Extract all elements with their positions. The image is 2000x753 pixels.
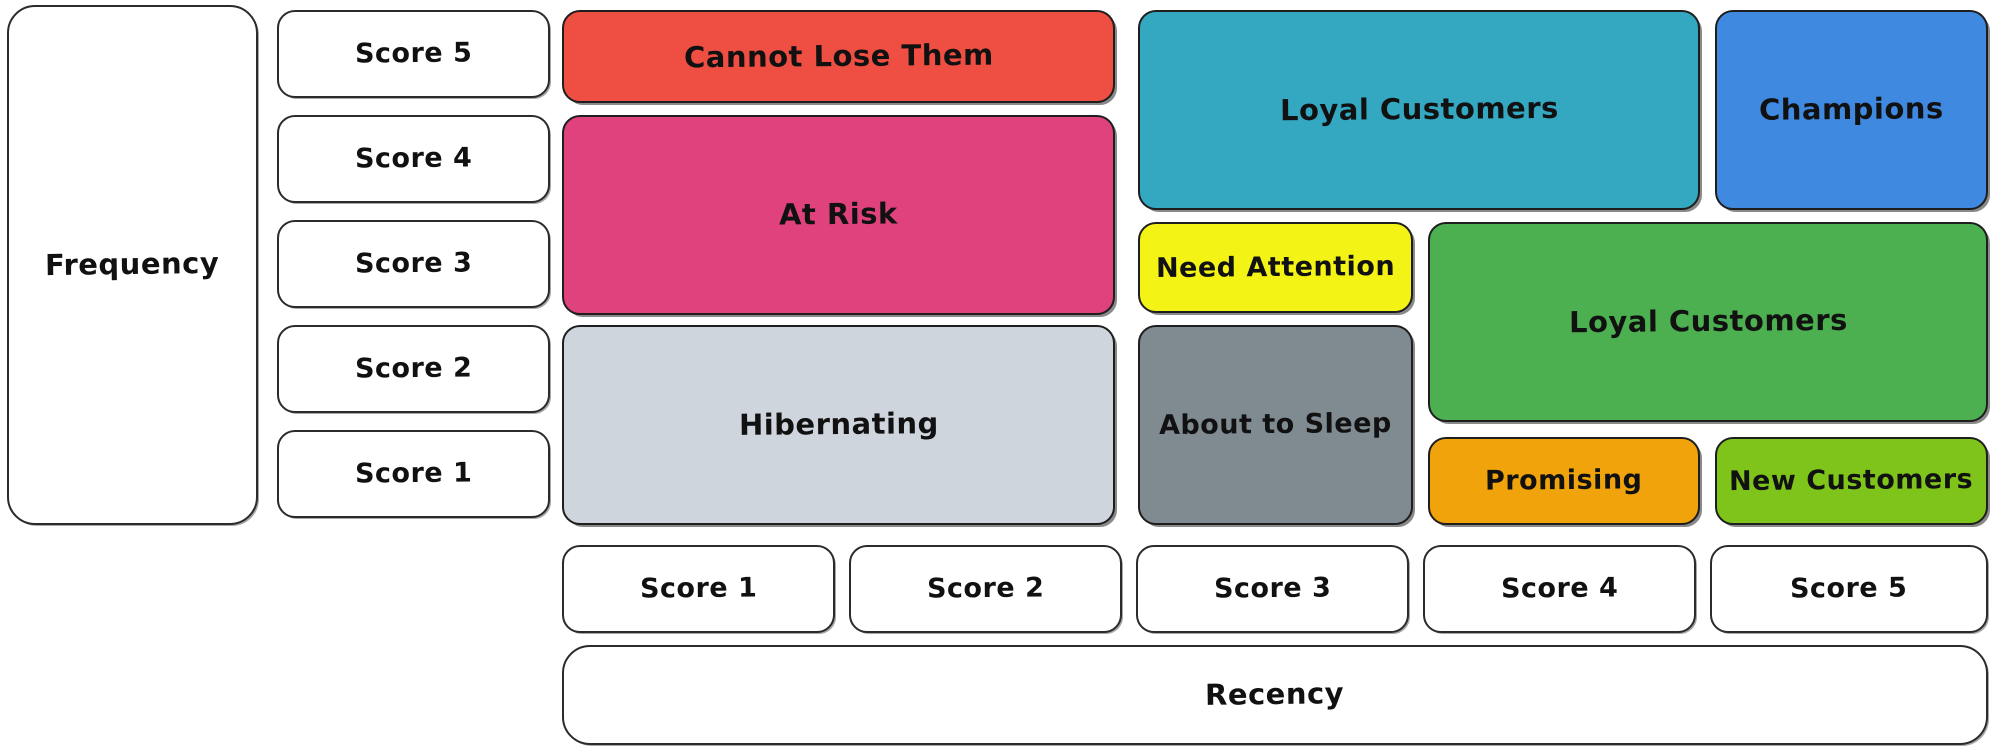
segment-new-customers[interactable]: New Customers bbox=[1715, 437, 1988, 525]
frequency-score-2[interactable]: Score 2 bbox=[277, 325, 550, 413]
segment-cannot-lose-them[interactable]: Cannot Lose Them bbox=[562, 10, 1115, 103]
segment-label: Loyal Customers bbox=[1279, 91, 1559, 128]
segment-label: About to Sleep bbox=[1158, 408, 1393, 442]
segment-label: Champions bbox=[1758, 91, 1945, 128]
segment-at-risk[interactable]: At Risk bbox=[562, 115, 1115, 315]
segment-label: Loyal Customers bbox=[1568, 303, 1848, 340]
segment-label: At Risk bbox=[778, 196, 898, 232]
segment-hibernating[interactable]: Hibernating bbox=[562, 325, 1115, 525]
segment-need-attention[interactable]: Need Attention bbox=[1138, 222, 1413, 313]
frequency-score-5[interactable]: Score 5 bbox=[277, 10, 550, 98]
segment-loyal-customers-green[interactable]: Loyal Customers bbox=[1428, 222, 1988, 422]
frequency-score-4[interactable]: Score 4 bbox=[277, 115, 550, 203]
recency-score-4[interactable]: Score 4 bbox=[1423, 545, 1696, 633]
frequency-axis-label: Frequency bbox=[7, 5, 258, 525]
segment-label: New Customers bbox=[1729, 464, 1974, 498]
segment-label: Hibernating bbox=[738, 406, 939, 443]
segment-loyal-customers-teal[interactable]: Loyal Customers bbox=[1138, 10, 1700, 210]
segment-promising[interactable]: Promising bbox=[1428, 437, 1700, 525]
recency-score-3[interactable]: Score 3 bbox=[1136, 545, 1409, 633]
recency-score-5[interactable]: Score 5 bbox=[1710, 545, 1988, 633]
recency-score-1[interactable]: Score 1 bbox=[562, 545, 835, 633]
recency-axis-label-text: Recency bbox=[1205, 676, 1345, 713]
segment-label: Cannot Lose Them bbox=[683, 37, 994, 75]
segment-champions[interactable]: Champions bbox=[1715, 10, 1988, 210]
frequency-axis-label-text: Frequency bbox=[45, 246, 220, 283]
frequency-score-3[interactable]: Score 3 bbox=[277, 220, 550, 308]
recency-score-2[interactable]: Score 2 bbox=[849, 545, 1122, 633]
segment-label: Promising bbox=[1485, 464, 1643, 498]
segment-label: Need Attention bbox=[1155, 250, 1396, 285]
recency-axis-label: Recency bbox=[562, 645, 1988, 745]
frequency-score-1[interactable]: Score 1 bbox=[277, 430, 550, 518]
segment-about-to-sleep[interactable]: About to Sleep bbox=[1138, 325, 1413, 525]
